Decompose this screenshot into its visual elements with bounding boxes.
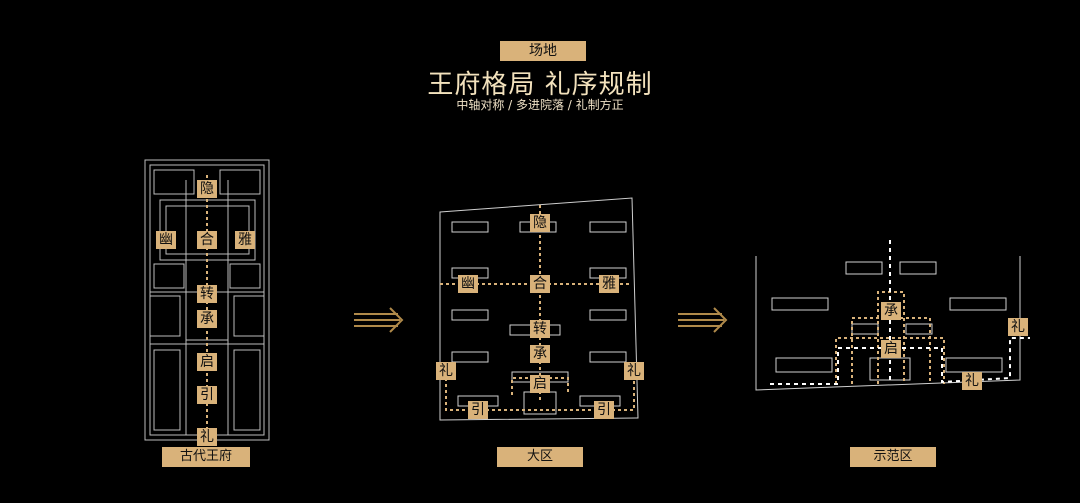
svg-text:转: 转 [533, 321, 547, 337]
district-node-yin-right: 引 [594, 401, 614, 419]
svg-text:雅: 雅 [238, 232, 252, 248]
demo-node-qi: 启 [881, 340, 901, 358]
palace-node-li: 礼 [197, 428, 217, 446]
building-icon [771, 261, 1007, 381]
svg-text:转: 转 [200, 286, 214, 302]
district-node-li-right: 礼 [624, 362, 644, 380]
svg-text:幽: 幽 [461, 276, 475, 292]
palace-node-qi: 启 [197, 353, 217, 371]
district-node-yin-left: 引 [468, 401, 488, 419]
svg-text:承: 承 [533, 346, 547, 362]
demo-node-cheng: 承 [881, 302, 901, 320]
svg-text:礼: 礼 [627, 363, 641, 379]
arrow-right-icon [354, 307, 404, 333]
svg-text:启: 启 [533, 376, 547, 392]
district-node-you: 幽 [458, 275, 478, 293]
demo-node-li-bottom: 礼 [962, 372, 982, 390]
district-node-cheng: 承 [530, 345, 550, 363]
svg-text:幽: 幽 [159, 232, 173, 248]
district-node-li-left: 礼 [436, 362, 456, 380]
district-node-yin: 隐 [530, 214, 550, 232]
page-subtitle: 中轴对称 / 多进院落 / 礼制方正 [456, 98, 624, 112]
svg-text:承: 承 [884, 303, 898, 319]
district-node-he: 合 [530, 275, 550, 293]
svg-text:礼: 礼 [1011, 319, 1025, 335]
district-node-qi: 启 [530, 375, 550, 393]
svg-text:引: 引 [597, 402, 611, 418]
palace-node-yin: 隐 [197, 180, 217, 198]
palace-node-cheng: 承 [197, 310, 217, 328]
palace-node-ya: 雅 [235, 231, 255, 249]
svg-text:隐: 隐 [200, 181, 214, 197]
svg-text:引: 引 [200, 387, 214, 403]
svg-text:启: 启 [200, 354, 214, 370]
section-tag: 场地 [500, 41, 586, 61]
demo-sketch [755, 256, 1021, 391]
district-node-zhuan: 转 [530, 320, 550, 338]
svg-text:礼: 礼 [200, 429, 214, 445]
demo-node-li-right: 礼 [1008, 318, 1028, 336]
svg-text:合: 合 [533, 276, 547, 292]
district-node-ya: 雅 [599, 275, 619, 293]
svg-text:引: 引 [471, 402, 485, 418]
svg-text:合: 合 [200, 232, 214, 248]
svg-text:礼: 礼 [965, 373, 979, 389]
svg-text:隐: 隐 [533, 215, 547, 231]
page-title: 王府格局 礼序规制 [427, 70, 653, 100]
panel-label-demo: 示范区 [850, 447, 936, 467]
svg-text:启: 启 [884, 341, 898, 357]
panel-label-palace: 古代王府 [162, 447, 250, 467]
svg-text:雅: 雅 [602, 276, 616, 292]
palace-node-zhuan: 转 [197, 285, 217, 303]
svg-text:承: 承 [200, 311, 214, 327]
palace-node-you: 幽 [156, 231, 176, 249]
svg-text:礼: 礼 [439, 363, 453, 379]
arrow-right-icon [678, 307, 728, 333]
panel-label-district: 大区 [497, 447, 583, 467]
palace-node-he: 合 [197, 231, 217, 249]
palace-node-yin2: 引 [197, 386, 217, 404]
